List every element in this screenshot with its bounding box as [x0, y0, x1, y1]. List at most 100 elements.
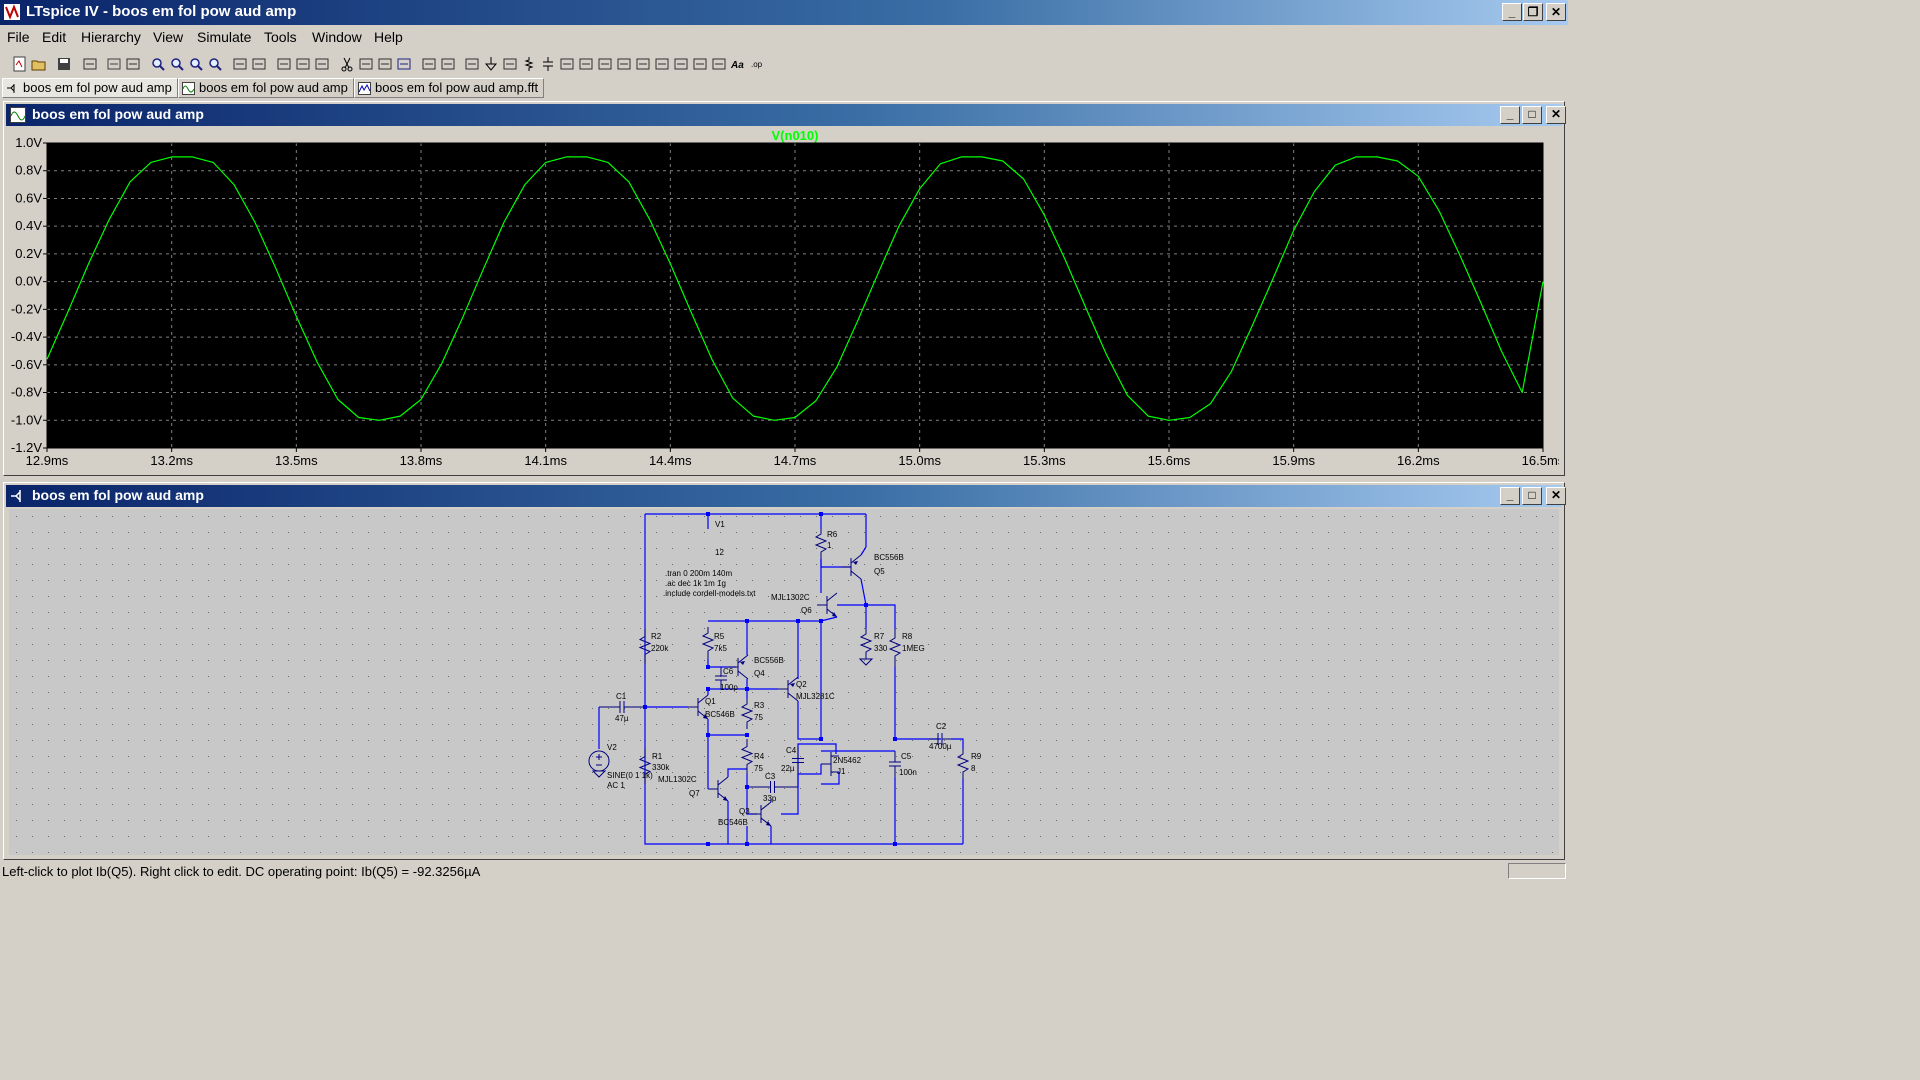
- capacitor-symbol: [747, 781, 798, 793]
- app-titlebar[interactable]: LTspice IV - boos em fol pow aud amp _ ❐…: [0, 0, 1568, 25]
- grid-icon[interactable]: [251, 56, 267, 72]
- save-icon[interactable]: [56, 56, 72, 72]
- menu-help[interactable]: Help: [374, 29, 403, 45]
- menu-file[interactable]: File: [7, 29, 30, 45]
- minimize-button[interactable]: _: [1502, 3, 1522, 21]
- menu-bar: File Edit Hierarchy View Simulate Tools …: [0, 26, 1568, 50]
- redo-icon[interactable]: [673, 56, 689, 72]
- find-icon[interactable]: [396, 56, 412, 72]
- cascade-icon[interactable]: [314, 56, 330, 72]
- new-schematic-icon[interactable]: [12, 56, 28, 72]
- spice-directive: .include cordell-models.txt: [663, 589, 756, 598]
- restore-button[interactable]: ❐: [1523, 3, 1543, 21]
- spice-directive-icon[interactable]: .op: [749, 56, 765, 72]
- zoom-out-icon[interactable]: [188, 56, 204, 72]
- capacitor-icon[interactable]: [540, 56, 556, 72]
- resistor-icon[interactable]: [521, 56, 537, 72]
- paste-icon[interactable]: [377, 56, 393, 72]
- inductor-icon[interactable]: [559, 56, 575, 72]
- move-icon[interactable]: [616, 56, 632, 72]
- x-tick-label: 16.2ms: [1397, 453, 1440, 468]
- transistor-symbol: [708, 776, 729, 802]
- ltspice-logo-icon: [4, 4, 20, 20]
- undo-icon[interactable]: [654, 56, 670, 72]
- control-panel-icon[interactable]: [82, 56, 98, 72]
- component-label: C1: [616, 692, 627, 701]
- menu-hierarchy[interactable]: Hierarchy: [81, 29, 141, 45]
- mirror-icon[interactable]: [711, 56, 727, 72]
- component-label: R7: [874, 632, 885, 641]
- resistor-symbol: [814, 529, 828, 559]
- x-tick-label: 13.8ms: [400, 453, 443, 468]
- capacitor-symbol: [792, 747, 804, 774]
- diode-icon[interactable]: [578, 56, 594, 72]
- tab-schematic[interactable]: boos em fol pow aud amp: [2, 78, 178, 98]
- waveform-window-titlebar[interactable]: boos em fol pow aud amp _ □ ✕: [6, 104, 1566, 126]
- halt-icon[interactable]: [125, 56, 141, 72]
- text-icon[interactable]: Aa: [730, 56, 746, 72]
- x-tick-label: 15.6ms: [1148, 453, 1191, 468]
- drag-icon[interactable]: [635, 56, 651, 72]
- zoom-fit-icon[interactable]: [207, 56, 223, 72]
- component-label: 4700µ: [929, 742, 952, 751]
- close-button[interactable]: ✕: [1546, 487, 1566, 505]
- tab-waveform[interactable]: boos em fol pow aud amp: [178, 78, 354, 98]
- open-icon[interactable]: [31, 56, 47, 72]
- label-net-icon[interactable]: [502, 56, 518, 72]
- zoom-pan-icon[interactable]: [169, 56, 185, 72]
- junction: [745, 842, 749, 846]
- schematic-icon: [7, 84, 15, 93]
- junction: [643, 705, 647, 709]
- autorange-icon[interactable]: [232, 56, 248, 72]
- component-label: V2: [607, 743, 617, 752]
- close-button[interactable]: ✕: [1546, 106, 1566, 124]
- x-tick-label: 15.3ms: [1023, 453, 1066, 468]
- wire: [797, 701, 821, 740]
- schematic-icon: [11, 490, 21, 502]
- y-tick-label: 0.2V: [15, 246, 42, 261]
- schematic-window-title: boos em fol pow aud amp: [32, 487, 204, 503]
- minimize-button[interactable]: _: [1500, 487, 1520, 505]
- tile-horizontal-icon[interactable]: [276, 56, 292, 72]
- minimize-button[interactable]: _: [1500, 106, 1520, 124]
- menu-edit[interactable]: Edit: [42, 29, 67, 45]
- print-icon[interactable]: [440, 56, 456, 72]
- component-label: BC546B: [705, 710, 735, 719]
- component-label: 8: [971, 764, 976, 773]
- menu-window[interactable]: Window: [312, 29, 362, 45]
- close-button[interactable]: ✕: [1546, 3, 1566, 21]
- maximize-button[interactable]: □: [1522, 106, 1542, 124]
- component-icon[interactable]: [597, 56, 613, 72]
- print-setup-icon[interactable]: [421, 56, 437, 72]
- component-label: 7k5: [714, 644, 727, 653]
- x-tick-label: 14.1ms: [524, 453, 567, 468]
- menu-tools[interactable]: Tools: [264, 29, 297, 45]
- copy-icon[interactable]: [358, 56, 374, 72]
- y-tick-label: -1.0V: [11, 412, 42, 427]
- tab-fft[interactable]: boos em fol pow aud amp.fft: [354, 78, 544, 98]
- component-label: Q3: [739, 807, 750, 816]
- ground-symbol: [858, 658, 874, 666]
- schematic-window-titlebar[interactable]: boos em fol pow aud amp _ □ ✕: [6, 485, 1566, 507]
- run-icon[interactable]: [106, 56, 122, 72]
- maximize-button[interactable]: □: [1522, 487, 1542, 505]
- menu-simulate[interactable]: Simulate: [197, 29, 252, 45]
- zoom-in-icon[interactable]: [150, 56, 166, 72]
- junction: [745, 619, 749, 623]
- app-title: LTspice IV - boos em fol pow aud amp: [26, 3, 297, 20]
- menu-view[interactable]: View: [153, 29, 184, 45]
- wire-icon[interactable]: [464, 56, 480, 72]
- tile-vertical-icon[interactable]: [295, 56, 311, 72]
- x-tick-label: 16.5ms: [1522, 453, 1559, 468]
- capacitor-symbol: [599, 701, 645, 713]
- ground-icon[interactable]: [483, 56, 499, 72]
- junction: [745, 785, 749, 789]
- transistor-symbol: [728, 654, 749, 680]
- rotate-icon[interactable]: [692, 56, 708, 72]
- cut-icon[interactable]: [339, 56, 355, 72]
- y-tick-label: -0.8V: [11, 385, 42, 400]
